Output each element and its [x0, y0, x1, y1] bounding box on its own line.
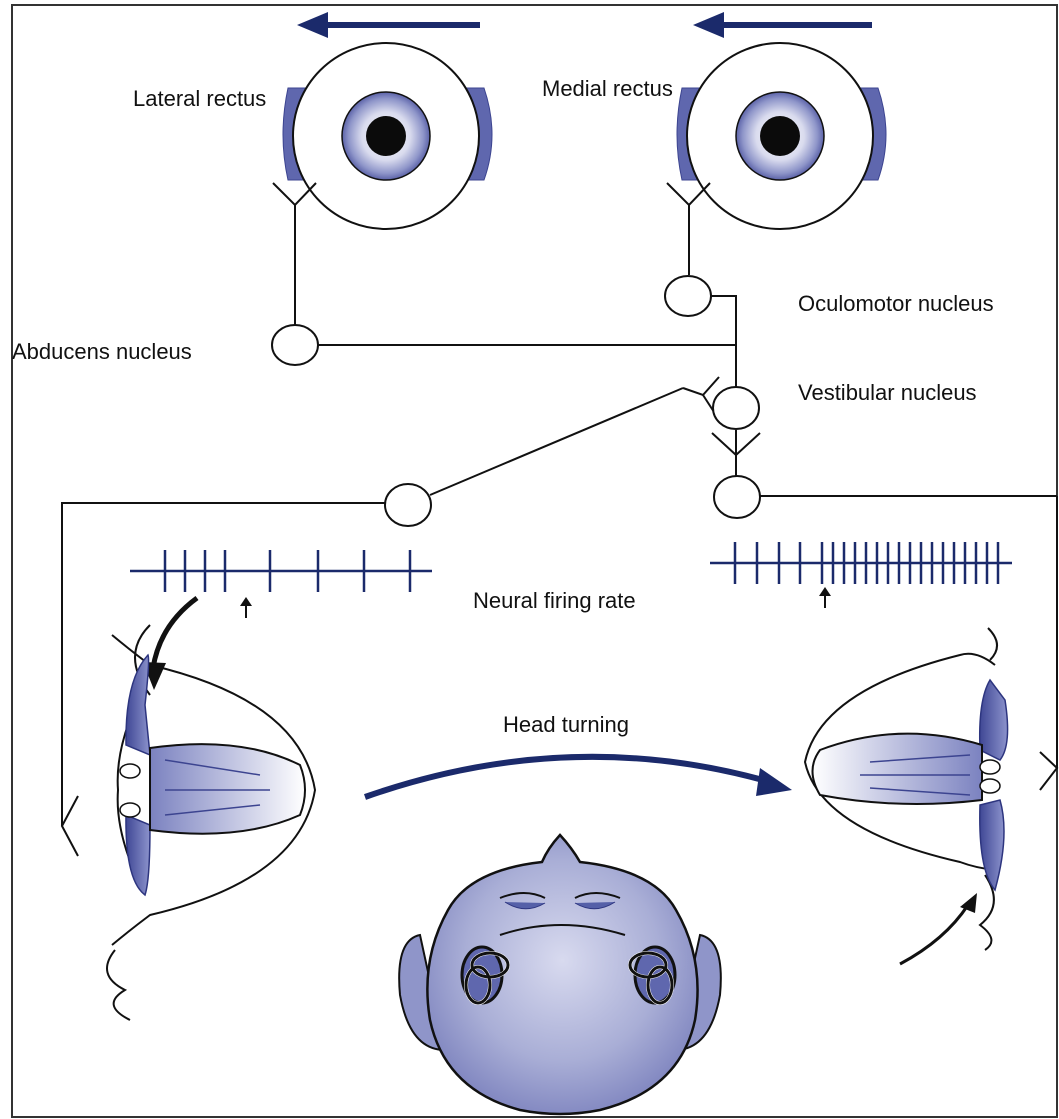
head-turning-label: Head turning: [503, 712, 629, 737]
lateral-rectus-label: Lateral rectus: [133, 86, 266, 111]
eye-icon: [677, 43, 886, 229]
neural-firing-rate-label: Neural firing rate: [473, 588, 636, 613]
arrow-left-icon: [693, 12, 872, 38]
abducens-nucleus-label: Abducens nucleus: [12, 339, 192, 364]
medial-rectus-label: Medial rectus: [542, 76, 673, 101]
oculomotor-nucleus-label: Oculomotor nucleus: [798, 291, 994, 316]
spike-train-right: [710, 542, 1012, 584]
spike-train-left: [130, 550, 432, 592]
right-vestibular-afferent-neuron: [714, 476, 760, 518]
right-ampulla: [805, 628, 1008, 950]
eye-icon: [283, 43, 492, 229]
vestibular-nucleus-label: Vestibular nucleus: [798, 380, 977, 405]
vestibular-nucleus-neuron: [713, 387, 759, 429]
head-turning-arrow: [365, 757, 792, 797]
oculomotor-nucleus-neuron: [665, 276, 711, 316]
curved-arrow-icon: [900, 893, 977, 964]
abducens-nucleus-neuron: [272, 325, 318, 365]
baseline-marker-arrow: [819, 587, 831, 608]
arrow-left-icon: [297, 12, 480, 38]
left-ampulla: [107, 625, 315, 1020]
left-vestibular-afferent-neuron: [385, 484, 431, 526]
baseline-marker-arrow: [240, 597, 252, 618]
